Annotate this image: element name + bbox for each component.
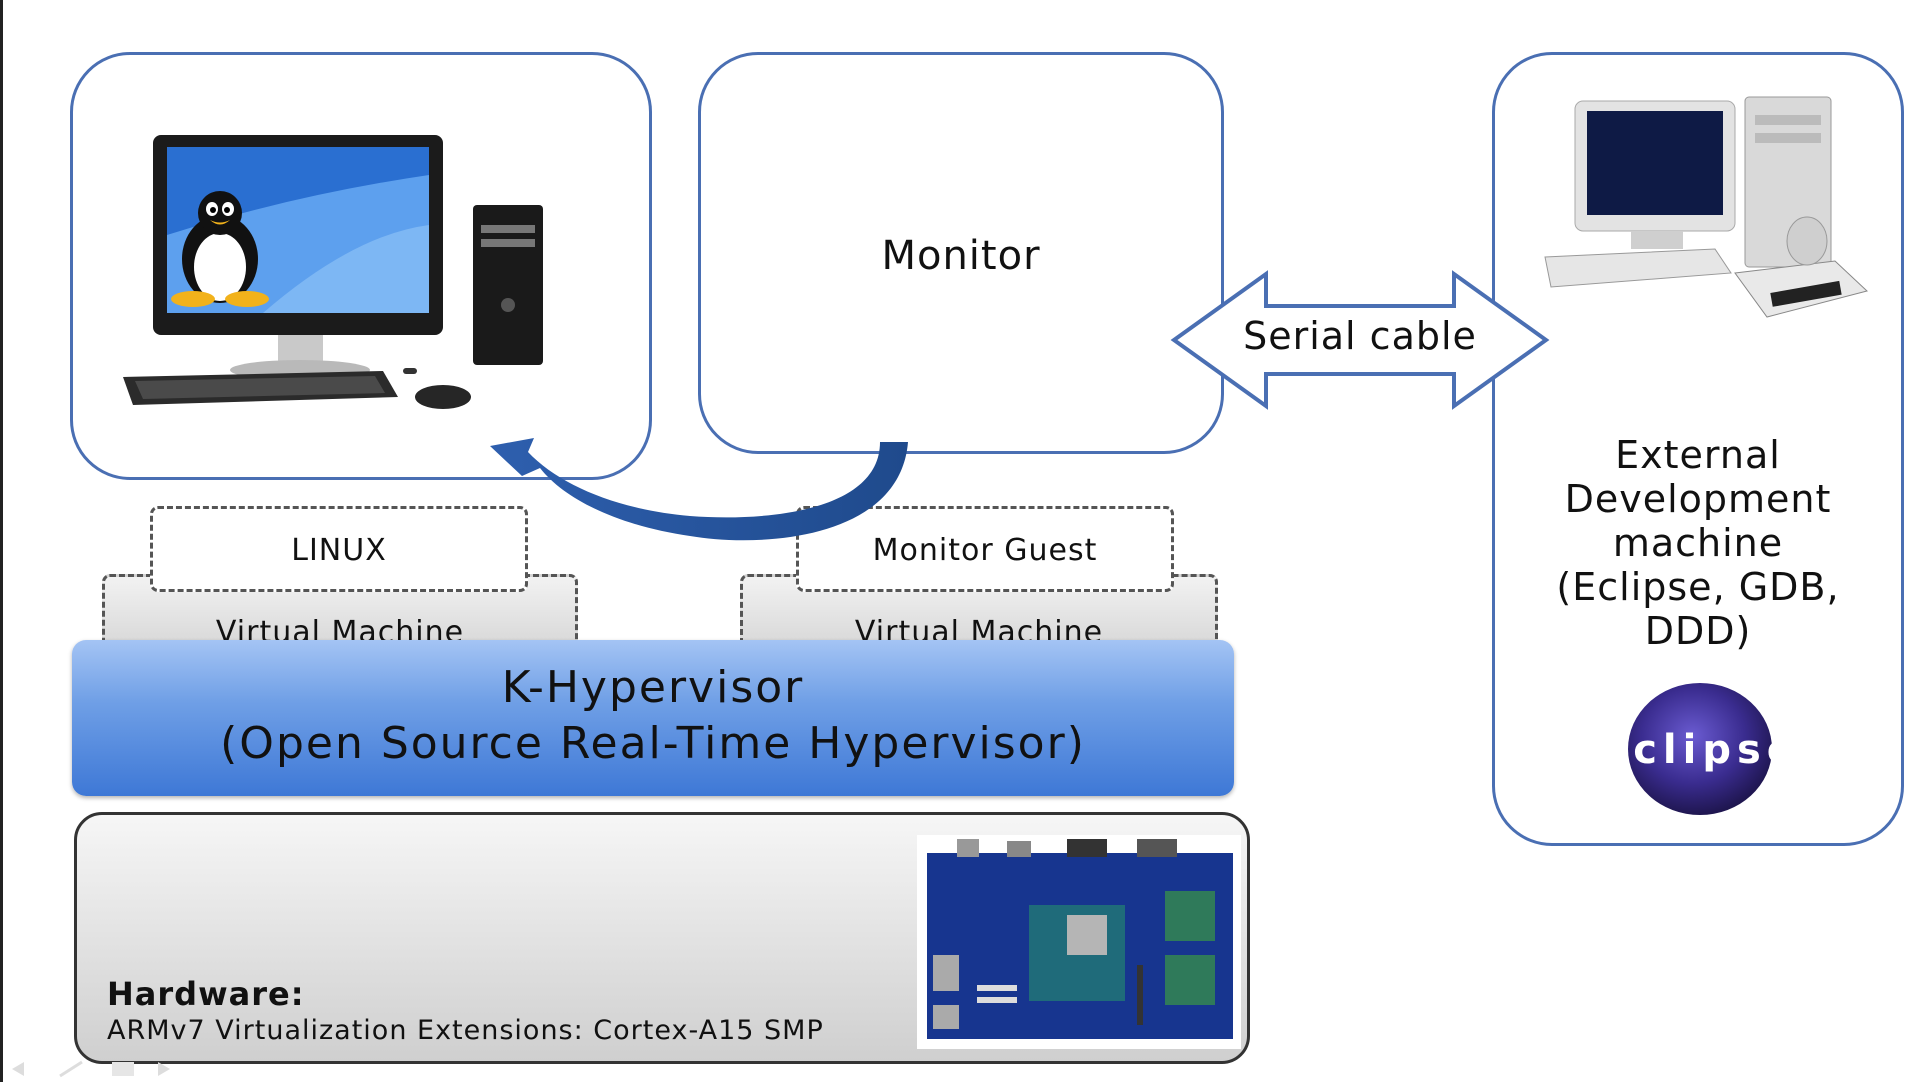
- linux-guest-box: LINUX: [150, 506, 528, 592]
- external-dev-machine-label: External Development machine (Eclipse, G…: [1495, 433, 1901, 653]
- monitor-panel: Monitor: [698, 52, 1224, 454]
- hypervisor-subtitle: (Open Source Real-Time Hypervisor): [220, 718, 1086, 769]
- double-arrow-icon: [1170, 270, 1550, 410]
- monitor-guest-label: Monitor Guest: [872, 533, 1098, 568]
- external-line-3: machine: [1612, 521, 1784, 565]
- penguin-icon: [171, 191, 269, 307]
- monitor-label: Monitor: [881, 233, 1041, 279]
- slide-left-border: [0, 0, 3, 1082]
- external-line-4: (Eclipse, GDB,: [1556, 565, 1840, 609]
- monitor-guest-box: Monitor Guest: [796, 506, 1174, 592]
- serial-cable-label: Serial cable: [1243, 314, 1477, 358]
- serial-cable-connector: Serial cable: [1170, 270, 1550, 410]
- external-line-1: External: [1615, 433, 1781, 477]
- external-line-2: Development: [1564, 477, 1832, 521]
- hardware-box: Hardware: ARMv7 Virtualization Extension…: [74, 812, 1250, 1064]
- hardware-title: Hardware:: [107, 975, 305, 1013]
- dev-board-image: [917, 835, 1241, 1049]
- k-hypervisor-bar: K-Hypervisor (Open Source Real-Time Hype…: [72, 640, 1234, 796]
- eclipse-logo-text: eclipse: [1600, 727, 1800, 773]
- linux-guest-label: LINUX: [291, 533, 387, 568]
- hardware-subtitle: ARMv7 Virtualization Extensions: Cortex-…: [107, 1015, 824, 1046]
- slide-navigation-icons: [12, 1060, 170, 1078]
- linux-desktop-panel: [70, 52, 652, 480]
- external-line-5: DDD): [1644, 609, 1752, 653]
- eclipse-logo: eclipse: [1600, 683, 1800, 815]
- external-dev-machine-panel: External Development machine (Eclipse, G…: [1492, 52, 1904, 846]
- hypervisor-title: K-Hypervisor: [501, 662, 805, 713]
- desktop-with-printer-icon: [1544, 96, 1869, 318]
